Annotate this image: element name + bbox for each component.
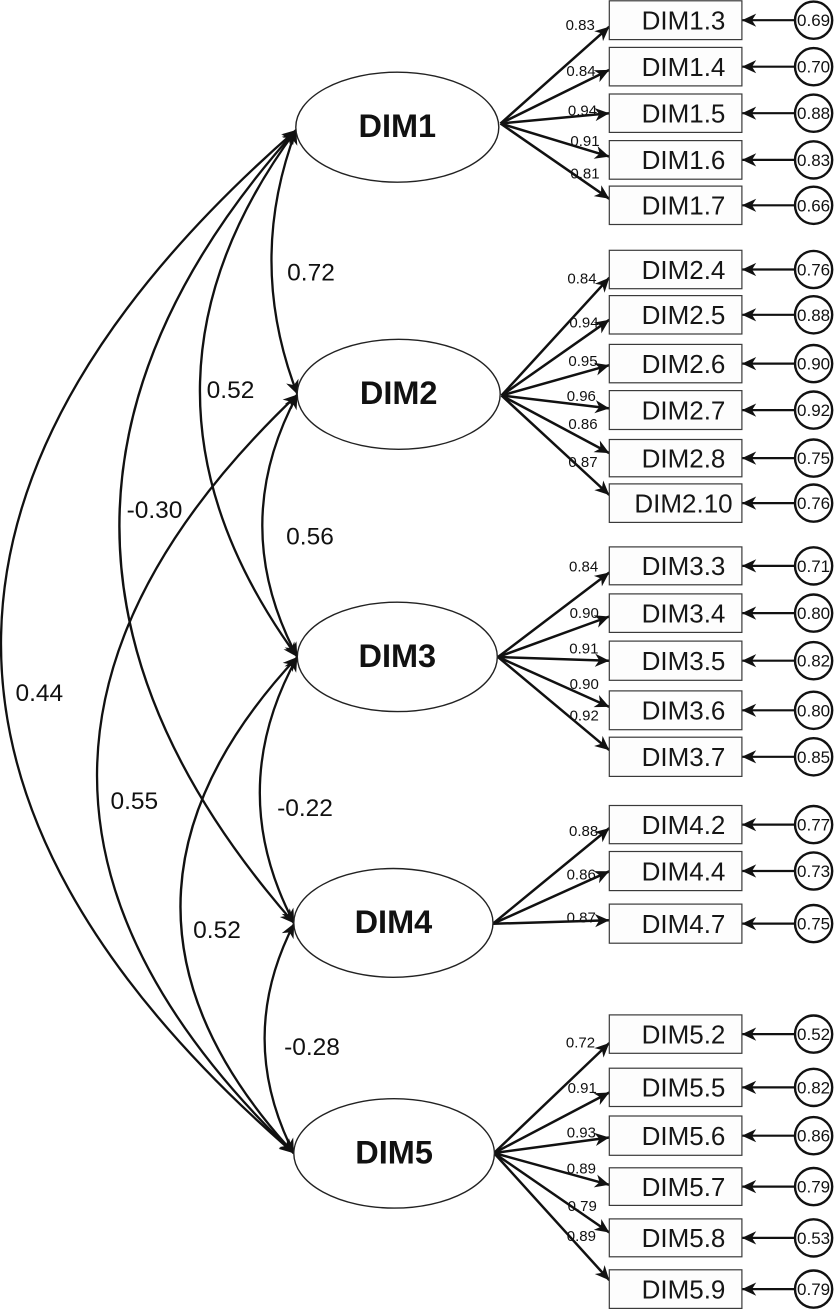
svg-text:DIM5: DIM5 — [355, 1134, 433, 1170]
svg-text:0.72: 0.72 — [287, 260, 335, 287]
svg-text:DIM2.6: DIM2.6 — [642, 349, 726, 379]
svg-text:0.82: 0.82 — [797, 1078, 830, 1097]
svg-text:0.44: 0.44 — [15, 680, 63, 707]
svg-text:0.95: 0.95 — [568, 353, 597, 370]
svg-text:0.86: 0.86 — [568, 416, 597, 433]
svg-text:0.52: 0.52 — [797, 1025, 830, 1044]
svg-text:0.89: 0.89 — [567, 1161, 596, 1178]
svg-text:DIM3: DIM3 — [358, 638, 436, 674]
svg-text:DIM2.10: DIM2.10 — [634, 488, 732, 518]
svg-text:0.79: 0.79 — [797, 1280, 830, 1299]
svg-text:DIM2.7: DIM2.7 — [642, 395, 726, 425]
svg-text:0.56: 0.56 — [286, 524, 334, 551]
svg-text:0.86: 0.86 — [797, 1127, 830, 1146]
svg-text:0.80: 0.80 — [797, 604, 830, 623]
svg-text:-0.22: -0.22 — [277, 795, 333, 822]
svg-text:0.72: 0.72 — [566, 1035, 595, 1052]
svg-text:DIM1.6: DIM1.6 — [642, 145, 726, 175]
svg-text:0.55: 0.55 — [110, 788, 158, 815]
svg-text:DIM2.5: DIM2.5 — [642, 300, 726, 330]
svg-text:0.70: 0.70 — [797, 58, 830, 77]
svg-text:DIM1.3: DIM1.3 — [642, 6, 726, 36]
svg-text:DIM3.5: DIM3.5 — [642, 646, 726, 676]
svg-text:0.75: 0.75 — [797, 449, 830, 468]
svg-text:0.94: 0.94 — [568, 102, 597, 119]
svg-text:0.53: 0.53 — [797, 1229, 830, 1248]
svg-text:0.69: 0.69 — [797, 11, 830, 30]
svg-text:DIM4.4: DIM4.4 — [642, 856, 726, 886]
svg-text:0.96: 0.96 — [567, 388, 596, 405]
svg-text:0.80: 0.80 — [797, 701, 830, 720]
svg-text:DIM3.4: DIM3.4 — [642, 598, 726, 628]
svg-text:0.83: 0.83 — [797, 151, 830, 170]
svg-text:0.52: 0.52 — [193, 917, 241, 944]
svg-text:0.88: 0.88 — [797, 104, 830, 123]
svg-text:0.71: 0.71 — [797, 557, 830, 576]
svg-text:0.87: 0.87 — [568, 454, 597, 471]
svg-text:DIM4: DIM4 — [355, 904, 433, 940]
svg-text:DIM2.8: DIM2.8 — [642, 443, 726, 473]
svg-text:0.79: 0.79 — [797, 1178, 830, 1197]
svg-text:DIM1.7: DIM1.7 — [642, 191, 726, 221]
svg-text:0.93: 0.93 — [567, 1125, 596, 1142]
svg-text:-0.28: -0.28 — [284, 1034, 340, 1061]
svg-text:0.92: 0.92 — [570, 707, 599, 724]
svg-text:DIM5.2: DIM5.2 — [642, 1019, 726, 1049]
svg-text:DIM5.5: DIM5.5 — [642, 1073, 726, 1103]
svg-text:0.89: 0.89 — [567, 1228, 596, 1245]
svg-text:DIM2.4: DIM2.4 — [642, 255, 726, 285]
svg-text:0.86: 0.86 — [567, 866, 596, 883]
svg-text:0.94: 0.94 — [569, 315, 598, 332]
svg-text:0.91: 0.91 — [570, 133, 599, 150]
svg-text:0.90: 0.90 — [570, 676, 599, 693]
svg-text:DIM3.3: DIM3.3 — [642, 551, 726, 581]
svg-text:DIM2: DIM2 — [360, 375, 438, 411]
svg-text:0.76: 0.76 — [797, 494, 830, 513]
svg-text:0.66: 0.66 — [797, 196, 830, 215]
svg-text:0.88: 0.88 — [797, 306, 830, 325]
svg-text:0.83: 0.83 — [566, 17, 595, 34]
svg-text:DIM1.4: DIM1.4 — [642, 52, 726, 82]
svg-text:0.91: 0.91 — [569, 640, 598, 657]
svg-text:DIM5.7: DIM5.7 — [642, 1172, 726, 1202]
svg-text:0.84: 0.84 — [566, 63, 595, 80]
svg-text:0.81: 0.81 — [570, 165, 599, 182]
svg-text:0.87: 0.87 — [567, 909, 596, 926]
svg-text:0.90: 0.90 — [797, 355, 830, 374]
svg-text:0.76: 0.76 — [797, 261, 830, 280]
svg-text:DIM4.2: DIM4.2 — [642, 810, 726, 840]
svg-text:0.85: 0.85 — [797, 748, 830, 767]
svg-text:DIM4.7: DIM4.7 — [642, 909, 726, 939]
svg-text:0.91: 0.91 — [568, 1080, 597, 1097]
svg-text:DIM5.9: DIM5.9 — [642, 1274, 726, 1304]
svg-text:DIM5.8: DIM5.8 — [642, 1223, 726, 1253]
svg-text:0.79: 0.79 — [568, 1198, 597, 1215]
svg-text:DIM3.7: DIM3.7 — [642, 742, 726, 772]
svg-text:0.84: 0.84 — [569, 559, 598, 576]
svg-text:DIM3.6: DIM3.6 — [642, 696, 726, 726]
svg-text:0.82: 0.82 — [797, 652, 830, 671]
svg-text:0.75: 0.75 — [797, 915, 830, 934]
svg-text:0.88: 0.88 — [569, 823, 598, 840]
svg-text:0.77: 0.77 — [797, 816, 830, 835]
svg-text:0.90: 0.90 — [570, 605, 599, 622]
svg-text:0.92: 0.92 — [797, 401, 830, 420]
svg-text:DIM1.5: DIM1.5 — [642, 99, 726, 129]
svg-text:0.52: 0.52 — [207, 377, 255, 404]
svg-text:DIM5.6: DIM5.6 — [642, 1121, 726, 1151]
svg-text:0.73: 0.73 — [797, 862, 830, 881]
svg-text:DIM1: DIM1 — [358, 108, 436, 144]
svg-text:0.84: 0.84 — [567, 271, 596, 288]
svg-text:-0.30: -0.30 — [127, 497, 183, 524]
